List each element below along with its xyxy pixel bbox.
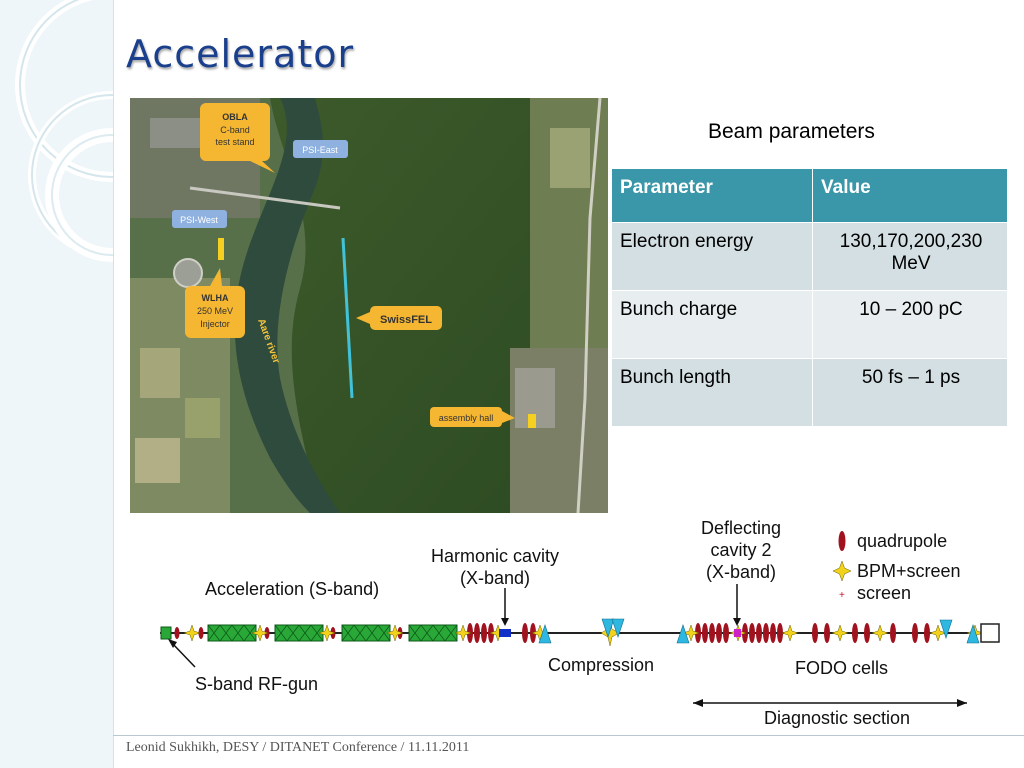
label-acceleration: Acceleration (S-band) — [205, 579, 379, 599]
cell-parameter: Electron energy — [611, 222, 813, 291]
label-obla-sub1: C-band — [220, 125, 250, 135]
cell-parameter: Bunch length — [611, 358, 813, 427]
label-wlha-sub1: 250 MeV — [197, 306, 233, 316]
cell-value-line1: 130,170,200,230 — [839, 231, 983, 252]
beam-dump-icon — [980, 623, 1000, 643]
table-row: Bunch length 50 fs – 1 ps — [611, 358, 1008, 427]
label-psi-west: PSI-West — [180, 215, 218, 225]
legend-bpm: BPM+screen — [857, 561, 961, 581]
label-wlha-sub2: Injector — [200, 319, 230, 329]
table-row: Bunch charge 10 – 200 pC — [611, 290, 1008, 359]
label-diagnostic-section: Diagnostic section — [764, 708, 910, 728]
footer-divider — [113, 735, 1024, 736]
label-swissfel: SwissFEL — [380, 314, 432, 326]
legend-quadrupole: quadrupole — [857, 531, 947, 551]
label-fodo-cells: FODO cells — [795, 658, 888, 678]
slide-title: Accelerator — [126, 32, 355, 76]
header-value: Value — [812, 168, 1008, 223]
label-compression: Compression — [548, 655, 654, 675]
table-title: Beam parameters — [708, 120, 875, 143]
cell-value-line2: MeV — [891, 253, 931, 274]
label-deflecting-line2: cavity 2 — [710, 540, 771, 560]
deflecting-cavity-icon — [734, 629, 741, 637]
label-wlha: WLHA — [202, 293, 229, 303]
cell-value: 10 – 200 pC — [812, 290, 1008, 359]
legend: quadrupole BPM+screen + screen — [832, 531, 961, 603]
label-deflecting-line1: Deflecting — [701, 518, 781, 538]
cell-parameter: Bunch charge — [611, 290, 813, 359]
legend-bpm-icon — [832, 560, 852, 582]
label-deflecting-line3: (X-band) — [706, 562, 776, 582]
header-parameter: Parameter — [611, 168, 813, 223]
aerial-map: OBLA C-band test stand PSI-East PSI-West… — [130, 98, 608, 513]
rf-gun-icon — [160, 626, 172, 640]
label-rf-gun: S-band RF-gun — [195, 674, 318, 694]
label-obla-sub2: test stand — [215, 137, 254, 147]
cell-value: 130,170,200,230 MeV — [812, 222, 1008, 291]
bpm-screens — [183, 619, 984, 647]
label-assembly-hall: assembly hall — [439, 413, 494, 423]
legend-screen-icon: + — [839, 590, 845, 601]
harmonic-cavity-icon — [499, 629, 511, 637]
label-harmonic-line1: Harmonic cavity — [431, 546, 559, 566]
left-decoration — [0, 0, 114, 768]
cell-value: 50 fs – 1 ps — [812, 358, 1008, 427]
dipole-magnets — [538, 618, 980, 644]
label-obla: OBLA — [222, 112, 248, 122]
table-row: Electron energy 130,170,200,230 MeV — [611, 222, 1008, 291]
legend-screen: screen — [857, 583, 911, 603]
label-psi-east: PSI-East — [302, 145, 338, 155]
label-harmonic-line2: (X-band) — [460, 568, 530, 588]
legend-quadrupole-icon — [838, 531, 846, 551]
table-header-row: Parameter Value — [611, 168, 1008, 223]
accelerating-structures — [207, 624, 458, 642]
beamline-schematic: Acceleration (S-band) Harmonic cavity (X… — [160, 518, 1000, 728]
decorative-circles-icon — [15, 0, 113, 262]
beam-parameters-table: Parameter Value Electron energy 130,170,… — [611, 168, 1008, 427]
footer-text: Leonid Sukhikh, DESY / DITANET Conferenc… — [126, 740, 470, 755]
